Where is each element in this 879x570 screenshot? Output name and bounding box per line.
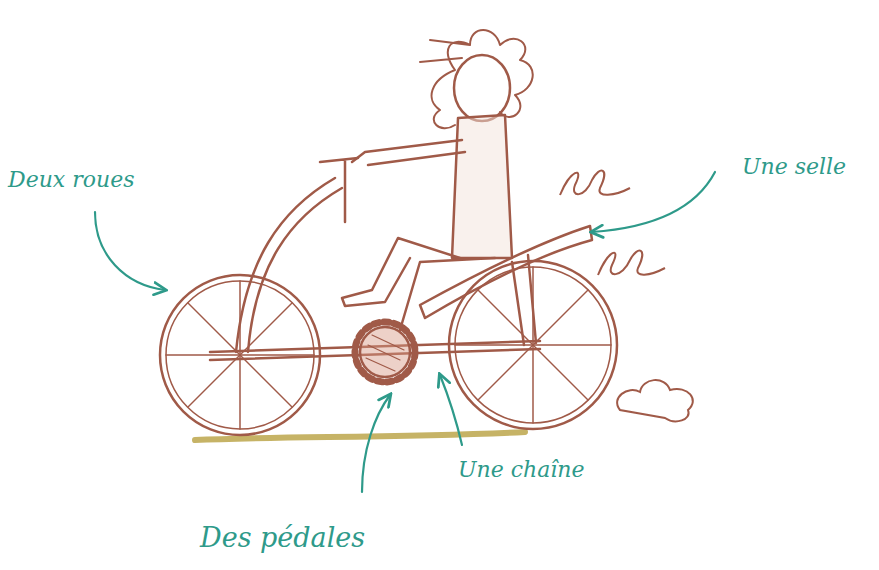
chainring bbox=[355, 322, 415, 382]
leader-arrow bbox=[95, 212, 165, 290]
rider bbox=[342, 30, 533, 330]
leader-arrow bbox=[440, 375, 462, 445]
part-label: Une chaîne bbox=[458, 458, 585, 482]
wheel bbox=[160, 275, 320, 435]
wheel bbox=[449, 261, 617, 429]
dust-cloud bbox=[617, 380, 693, 421]
front-fork bbox=[236, 178, 342, 352]
leader-arrow bbox=[362, 395, 390, 492]
part-label: Deux roues bbox=[8, 168, 134, 192]
part-label: Une selle bbox=[742, 155, 846, 179]
part-label: Des pédales bbox=[200, 523, 365, 553]
seat-post bbox=[512, 255, 536, 345]
motion-lines bbox=[560, 171, 630, 195]
handlebar bbox=[320, 158, 358, 222]
leader-arrow bbox=[592, 172, 715, 232]
motion-lines bbox=[598, 251, 665, 275]
